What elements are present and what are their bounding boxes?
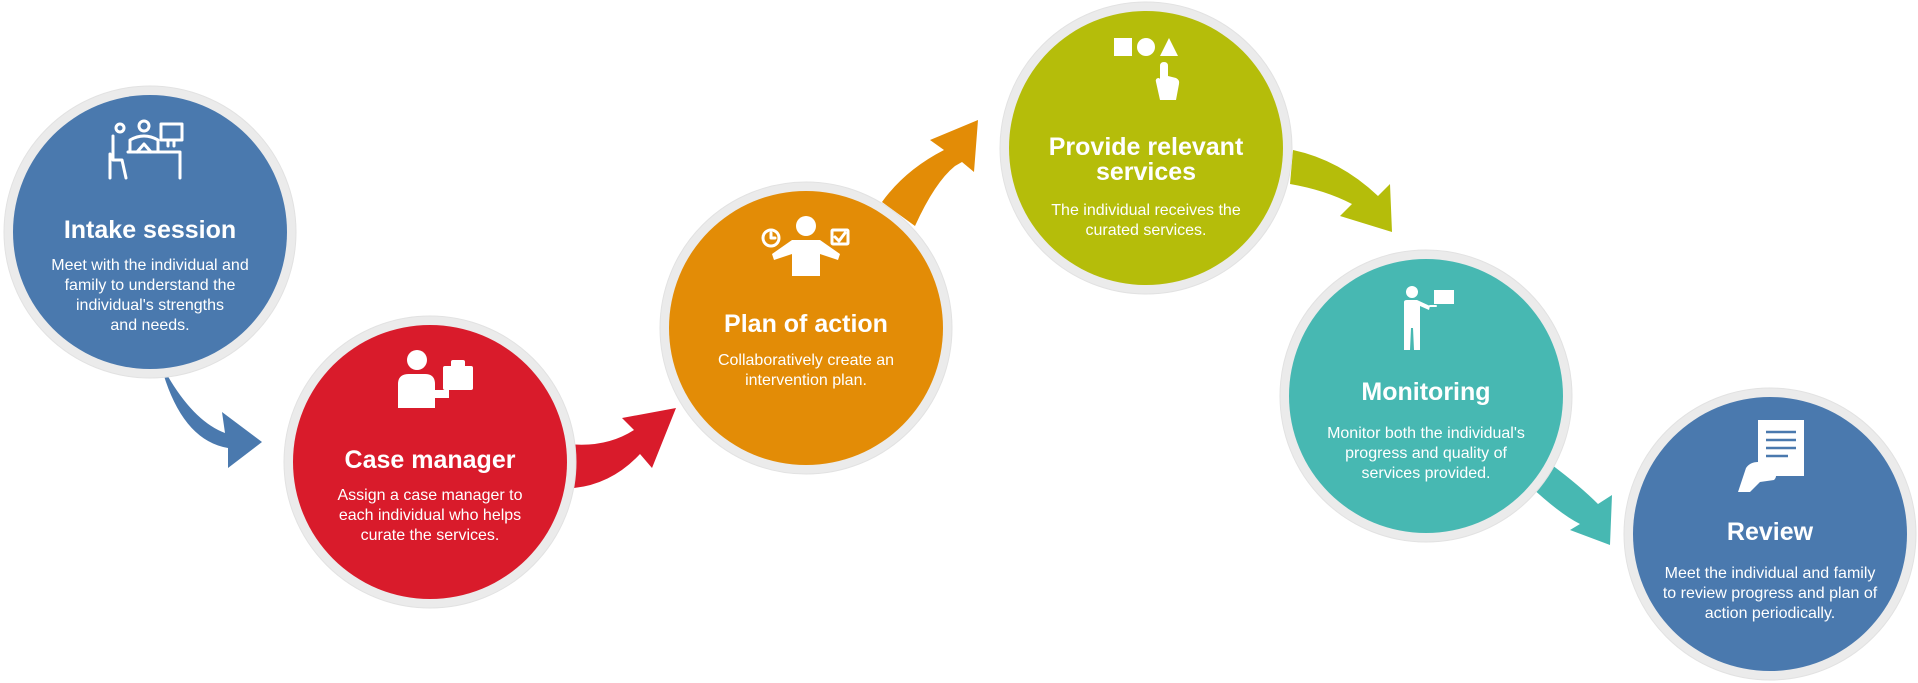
step-title-line: services — [1096, 158, 1196, 186]
hand-holding-document-icon — [1738, 420, 1804, 492]
arrow-plan-to-provide — [882, 120, 978, 226]
circle-disc — [13, 95, 287, 369]
step-description-line: each individual who helps — [339, 507, 521, 524]
circle-disc — [293, 325, 567, 599]
step-case-manager: Case manager Assign a case manager to ea… — [283, 315, 577, 609]
step-title-line: Review — [1727, 518, 1814, 546]
arrow-case-manager-to-plan — [568, 408, 676, 488]
step-description: Meet with the individual and family to u… — [51, 257, 248, 334]
step-description-line: curated services. — [1086, 222, 1207, 239]
step-description-line: intervention plan. — [745, 372, 867, 389]
step-plan-of-action: Plan of action Collaboratively create an… — [659, 181, 953, 475]
step-description: Meet the individual and family to review… — [1663, 565, 1878, 622]
step-title-line: Provide relevant — [1049, 133, 1244, 161]
step-description-line: to review progress and plan of — [1663, 585, 1878, 602]
step-description-line: Assign a case manager to — [338, 487, 523, 504]
person-with-briefcase-icon — [398, 350, 473, 408]
step-description: Monitor both the individual's progress a… — [1327, 425, 1525, 482]
circle-disc — [1633, 397, 1907, 671]
step-monitoring: Monitoring Monitor both the individual's… — [1279, 249, 1573, 543]
step-description-line: action periodically. — [1705, 605, 1835, 622]
arrow-monitoring-to-review — [1530, 465, 1612, 545]
step-description: The individual receives the curated serv… — [1051, 202, 1241, 239]
shapes-and-pointer-icon — [1114, 38, 1180, 100]
step-description-line: curate the services. — [361, 527, 500, 544]
step-provide-relevant-services: Provide relevant services The individual… — [999, 1, 1293, 295]
step-title: Monitoring — [1361, 378, 1490, 406]
step-description-line: and needs. — [110, 317, 189, 334]
step-description-line: individual's strengths — [76, 297, 224, 314]
arrow-provide-to-monitoring — [1290, 150, 1392, 232]
step-description-line: Collaboratively create an — [718, 352, 894, 369]
step-title: Provide relevant services — [1049, 133, 1244, 186]
step-description-line: Meet with the individual and — [51, 257, 248, 274]
step-description: Collaboratively create an intervention p… — [718, 352, 894, 389]
circle-disc — [669, 191, 943, 465]
person-with-clock-and-calendar-icon — [761, 216, 850, 276]
step-title-line: Intake session — [64, 216, 236, 244]
person-at-desk-icon — [108, 119, 184, 180]
step-description-line: services provided. — [1362, 465, 1491, 482]
step-description-line: Meet the individual and family — [1665, 565, 1876, 582]
step-intake-session: Intake session Meet with the individual … — [3, 85, 297, 379]
step-description-line: Monitor both the individual's — [1327, 425, 1525, 442]
circle-disc — [1009, 11, 1283, 285]
person-presenting-icon — [1404, 286, 1454, 350]
step-review: Review Meet the individual and family to… — [1623, 387, 1917, 681]
step-title: Review — [1727, 518, 1814, 546]
step-title: Case manager — [345, 446, 516, 474]
step-title-line: Plan of action — [724, 310, 888, 338]
step-description-line: progress and quality of — [1345, 445, 1507, 462]
step-description: Assign a case manager to each individual… — [338, 487, 523, 544]
step-description-line: The individual receives the — [1051, 202, 1241, 219]
step-title: Plan of action — [724, 310, 888, 338]
arrow-intake-to-case-manager — [160, 362, 262, 468]
step-description-line: family to understand the — [65, 277, 236, 294]
step-title-line: Monitoring — [1361, 378, 1490, 406]
step-title: Intake session — [64, 216, 236, 244]
connector-arrows — [160, 120, 1612, 545]
step-title-line: Case manager — [345, 446, 516, 474]
circle-disc — [1289, 259, 1563, 533]
